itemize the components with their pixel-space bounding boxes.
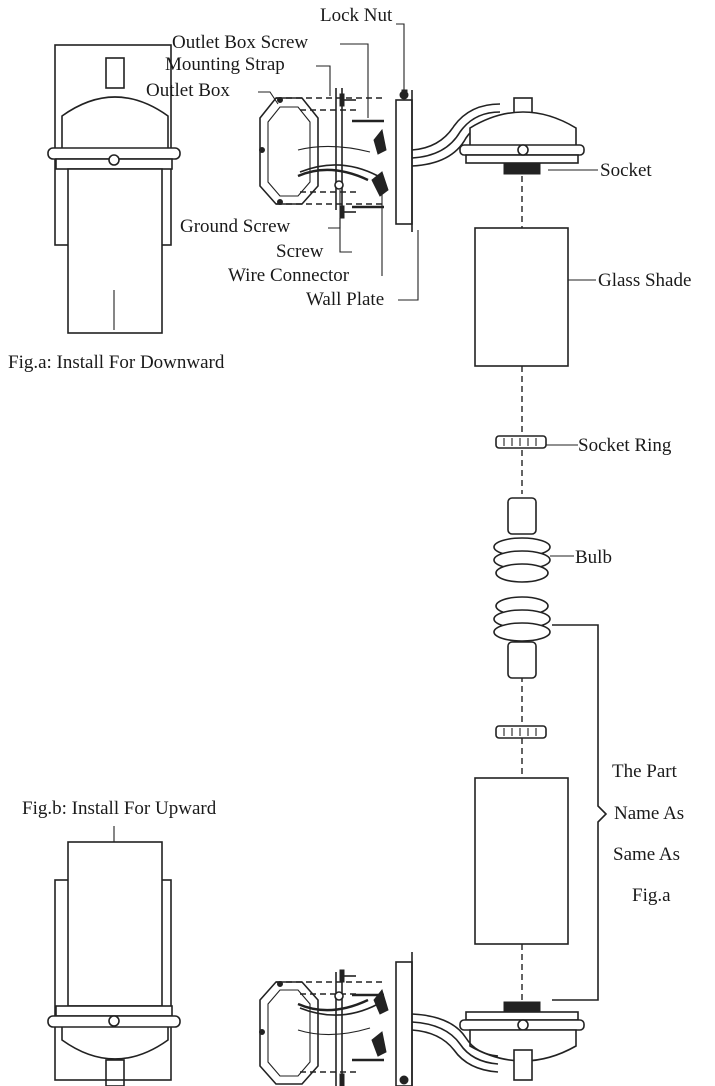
mounting-strap xyxy=(334,88,344,210)
lock-nut-label: Lock Nut xyxy=(320,5,393,26)
note-line-1: The Part xyxy=(612,761,678,782)
outlet-box-label: Outlet Box xyxy=(146,80,230,101)
wall-plate-label: Wall Plate xyxy=(306,289,384,310)
same-parts-bracket xyxy=(552,624,608,1001)
note-line-2: Name As xyxy=(614,803,684,824)
glass-shade-bottom xyxy=(474,777,569,945)
outlet-box xyxy=(259,97,319,205)
glass-shade xyxy=(474,227,569,367)
ground-screw-label: Ground Screw xyxy=(180,216,291,237)
fig-b-fixture xyxy=(47,826,181,1086)
fig-a-caption: Fig.a: Install For Downward xyxy=(8,352,225,373)
socket-ring-label: Socket Ring xyxy=(578,435,672,456)
top-wiring xyxy=(276,97,382,205)
top-screws xyxy=(339,93,384,219)
bottom-wall-plate xyxy=(395,952,413,1086)
mounting-strap-label: Mounting Strap xyxy=(165,54,285,75)
socket-label: Socket xyxy=(600,160,652,181)
wall-plate xyxy=(395,89,413,232)
bulb-top xyxy=(493,497,551,583)
fig-b-caption: Fig.b: Install For Upward xyxy=(22,798,217,819)
bottom-outlet-box xyxy=(259,981,319,1085)
bottom-wiring xyxy=(276,969,389,1086)
wire-connectors xyxy=(371,128,389,197)
socket-ring xyxy=(495,435,547,449)
top-leaders xyxy=(258,23,598,301)
screw-label: Screw xyxy=(276,241,324,262)
bottom-arm xyxy=(411,1013,499,1073)
note-line-4: Fig.a xyxy=(632,885,671,906)
outlet-box-screw-label: Outlet Box Screw xyxy=(172,32,308,53)
fig-a-fixture xyxy=(47,44,181,334)
wire-connector-label: Wire Connector xyxy=(228,265,350,286)
bulb-label: Bulb xyxy=(575,547,612,568)
top-socket-canopy xyxy=(459,97,585,175)
bulb-bottom xyxy=(493,596,551,679)
socket-ring-bottom xyxy=(495,725,547,739)
note-line-3: Same As xyxy=(613,844,680,865)
bottom-socket-canopy xyxy=(459,1001,585,1081)
glass-shade-label: Glass Shade xyxy=(598,270,691,291)
